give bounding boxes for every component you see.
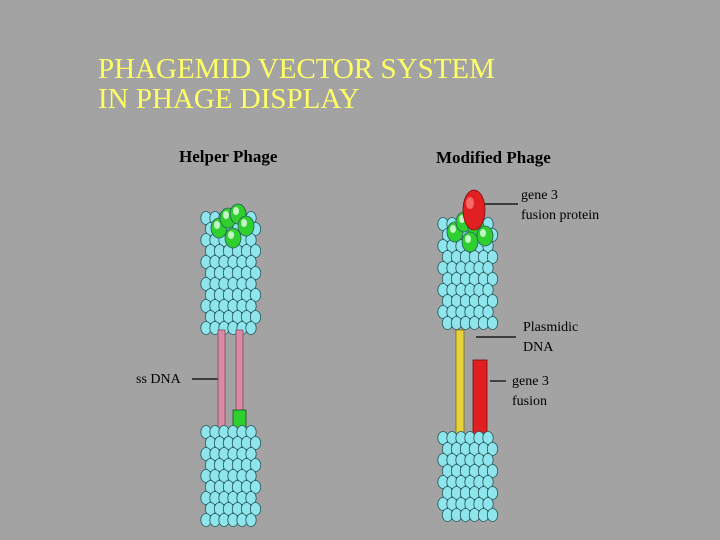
coat-protein-subunit (487, 317, 497, 330)
gene3-protein-highlight (214, 221, 220, 229)
gene3-protein-globe (477, 226, 493, 246)
helper-bottom-coat-cluster (201, 426, 261, 527)
coat-protein-subunit (246, 322, 256, 335)
gene3-protein-globe (462, 232, 478, 252)
coat-protein-subunit (246, 514, 256, 527)
helper-phage (201, 204, 261, 527)
gene3-protein-globe (225, 228, 241, 248)
gene3-protein-highlight (228, 231, 234, 239)
gene3-protein-highlight (223, 211, 229, 219)
coat-protein-subunit (487, 509, 497, 522)
gene3-protein-highlight (465, 235, 471, 243)
modified-phage (438, 190, 498, 522)
gene3-protein-highlight (480, 229, 486, 237)
gene3-protein-highlight (241, 219, 247, 227)
modified-bottom-coat-cluster (438, 432, 498, 522)
gene3-protein-highlight (233, 207, 239, 215)
gene3-protein-highlight (450, 225, 456, 233)
gene3-protein-globe (238, 216, 254, 236)
modified-fusion-protein (463, 190, 485, 230)
